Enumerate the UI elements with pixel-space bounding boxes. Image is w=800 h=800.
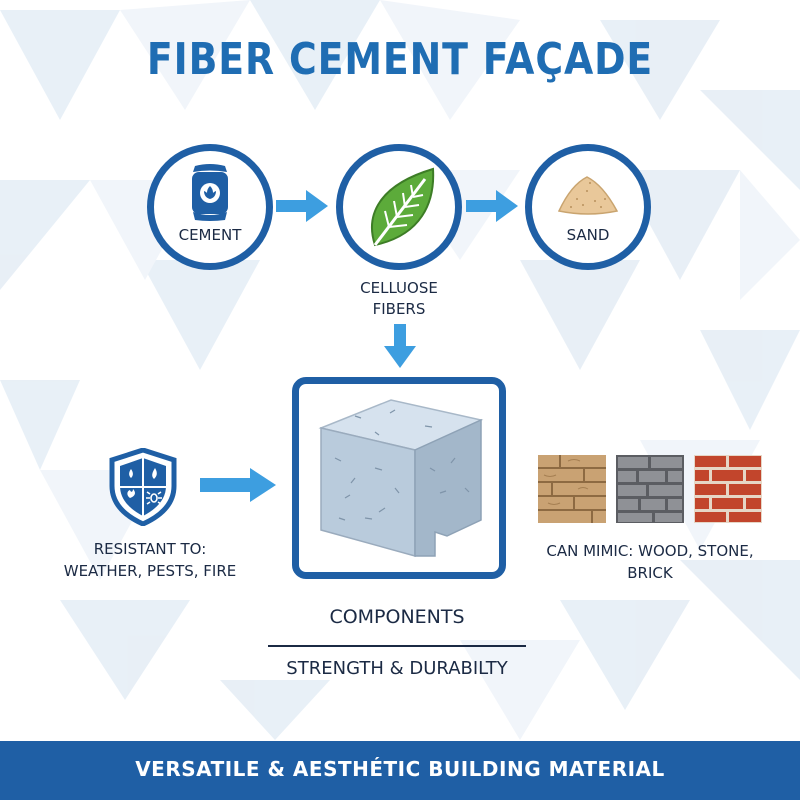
arrow-cement-to-cellulose <box>276 190 328 222</box>
resistance-label-line2: WEATHER, PESTS, FIRE <box>63 562 237 580</box>
cellulose-circle <box>336 144 462 270</box>
mimic-label-line1: CAN MIMIC: WOOD, STONE, <box>546 542 754 560</box>
stone-texture-icon <box>616 455 684 523</box>
footer-text: VERSATILE & AESTHÉTIC BUILDING MATERIAL <box>135 757 665 781</box>
arrow-fibers-to-components <box>384 324 416 368</box>
cement-bag-icon <box>192 164 228 221</box>
cement-circle: CEMENT <box>147 144 273 270</box>
page-title: FIBER CEMENT FAÇADE <box>146 34 654 85</box>
sand-label: SAND <box>566 226 610 244</box>
cellulose-label-line2: FIBERS <box>372 300 426 318</box>
cement-label: CEMENT <box>178 226 242 244</box>
fiber-cement-block-icon <box>318 399 484 557</box>
wood-texture-icon <box>538 455 606 523</box>
components-divider <box>268 645 526 647</box>
resistance-label-line1: RESISTANT TO: <box>93 540 207 558</box>
components-label: COMPONENTS <box>329 606 465 628</box>
sand-pile-icon <box>557 176 619 215</box>
leaf-icon <box>371 167 435 247</box>
sand-circle: SAND <box>525 144 651 270</box>
components-box <box>292 377 506 579</box>
arrow-cellulose-to-sand <box>466 190 518 222</box>
cellulose-label-line1: CELLUOSE <box>360 279 438 297</box>
arrow-resistance-to-components <box>200 468 276 502</box>
brick-texture-icon <box>694 455 762 523</box>
shield-icon <box>109 448 177 526</box>
footer-banner <box>0 741 800 800</box>
strength-durability-label: STRENGTH & DURABILTY <box>286 658 508 679</box>
mimic-label-line2: BRICK <box>627 564 673 582</box>
